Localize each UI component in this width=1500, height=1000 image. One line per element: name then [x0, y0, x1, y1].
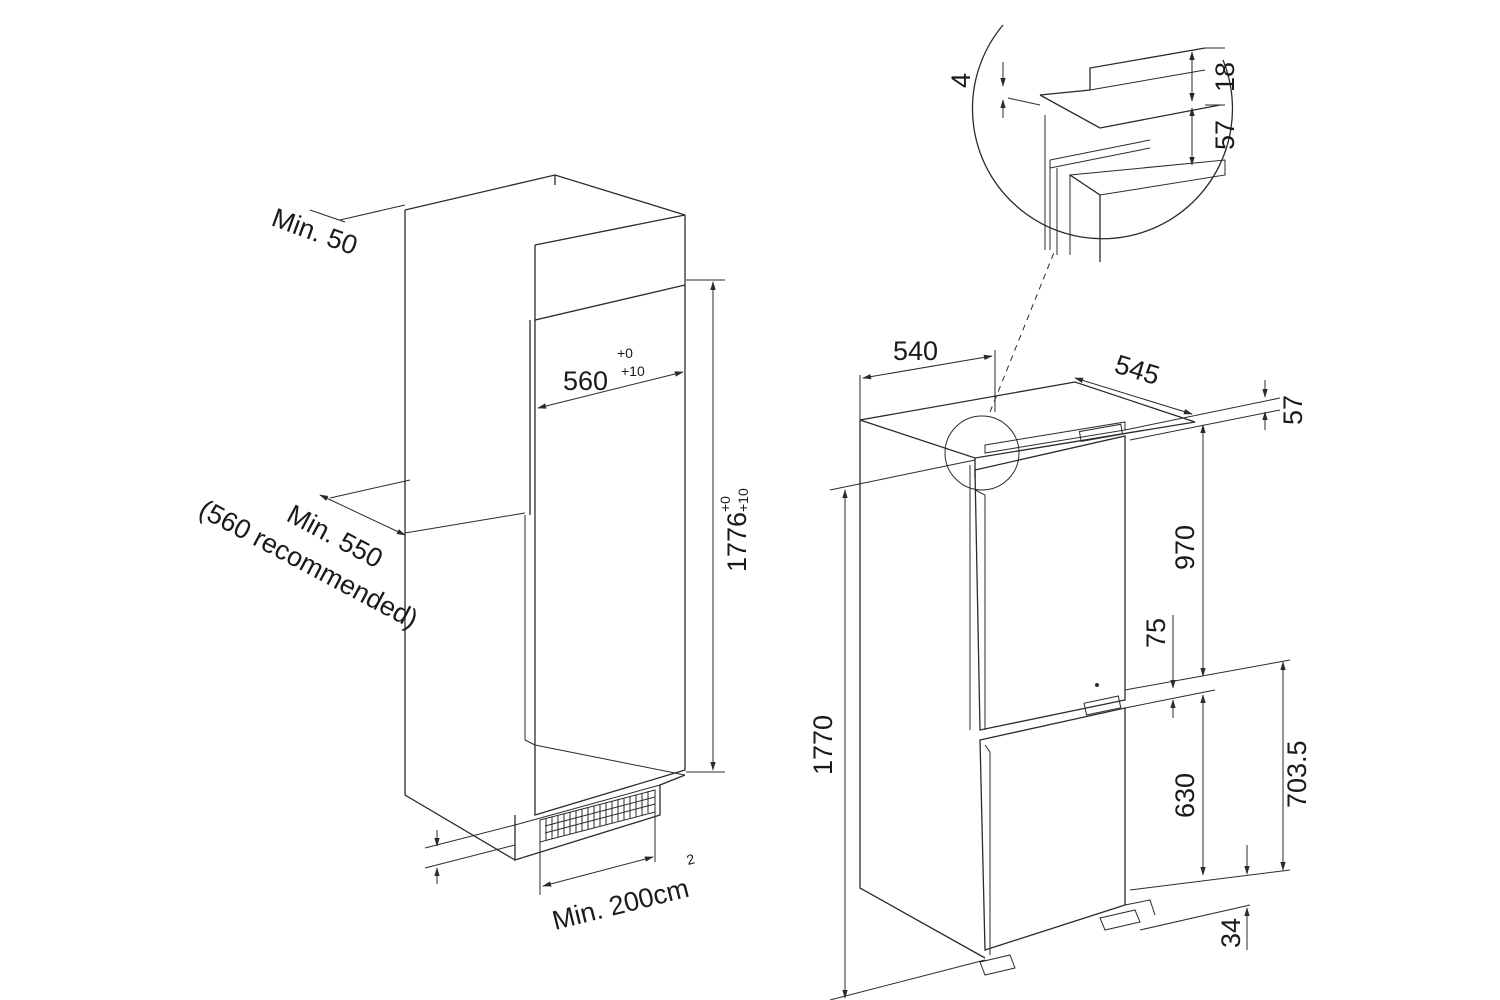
dim-plinth-gap — [424, 824, 516, 884]
dim-niche-width: 560 +0 +10 — [537, 345, 684, 409]
vent-area-label: Min. 200cm — [549, 873, 692, 936]
dim-door-gap: 75 — [1141, 615, 1176, 718]
detail-offset-label: 57 — [1210, 120, 1240, 150]
niche-height-tol-top: +0 — [717, 496, 733, 512]
top-gap-label: 57 — [1278, 395, 1308, 425]
detail-circle-marker — [944, 415, 1020, 491]
dim-appliance-width: 540 — [859, 336, 996, 420]
bottom-label: 34 — [1216, 918, 1246, 948]
door-gap-label: 75 — [1141, 618, 1171, 648]
appliance-width-label: 540 — [893, 336, 938, 366]
dim-appliance-depth: 545 — [1074, 349, 1193, 415]
dim-appliance-height: 1770 — [808, 459, 986, 1000]
dim-min-top: Min. 50 — [268, 202, 406, 261]
lower-total-label: 703.5 — [1282, 740, 1312, 808]
niche-cabinet: Min. 50 560 +0 +10 1776 +0 +10 Min. 550 … — [194, 174, 752, 936]
dim-niche-depth: Min. 550 (560 recommended) — [194, 479, 526, 634]
dim-detail-gap: 4 — [946, 62, 1006, 118]
appliance: 540 545 57 1770 970 — [808, 249, 1312, 1000]
dim-bottom: 34 — [1216, 845, 1250, 950]
vent-area-sup: 2 — [685, 850, 697, 867]
detail-thickness-label: 18 — [1210, 62, 1240, 92]
dim-lower-total: 703.5 — [1280, 661, 1312, 871]
appliance-depth-label: 545 — [1111, 349, 1163, 391]
dim-vent-area: Min. 200cm 2 — [539, 812, 697, 936]
dim-niche-height: 1776 +0 +10 — [686, 279, 752, 773]
dim-detail-offset: 57 — [1189, 107, 1240, 166]
detail-view: 4 18 57 — [946, 24, 1240, 262]
upper-door — [969, 435, 1126, 731]
lower-door — [979, 707, 1126, 955]
dim-lower-door: 630 — [1170, 694, 1206, 876]
niche-height-label: 1776 — [722, 512, 752, 572]
dim-detail-thickness: 18 — [1189, 47, 1240, 106]
niche-width-label: 560 — [563, 366, 608, 396]
niche-width-tol-bottom: +10 — [621, 363, 645, 379]
lower-door-label: 630 — [1170, 773, 1200, 818]
detail-gap-label: 4 — [946, 73, 976, 88]
niche-height-tol-bottom: +10 — [735, 488, 751, 512]
upper-door-label: 970 — [1170, 525, 1200, 570]
dim-top-gap: 57 — [1124, 380, 1308, 441]
appliance-height-label: 1770 — [808, 715, 838, 775]
dim-upper-door: 970 — [1170, 424, 1206, 677]
niche-width-tol-top: +0 — [617, 345, 633, 361]
